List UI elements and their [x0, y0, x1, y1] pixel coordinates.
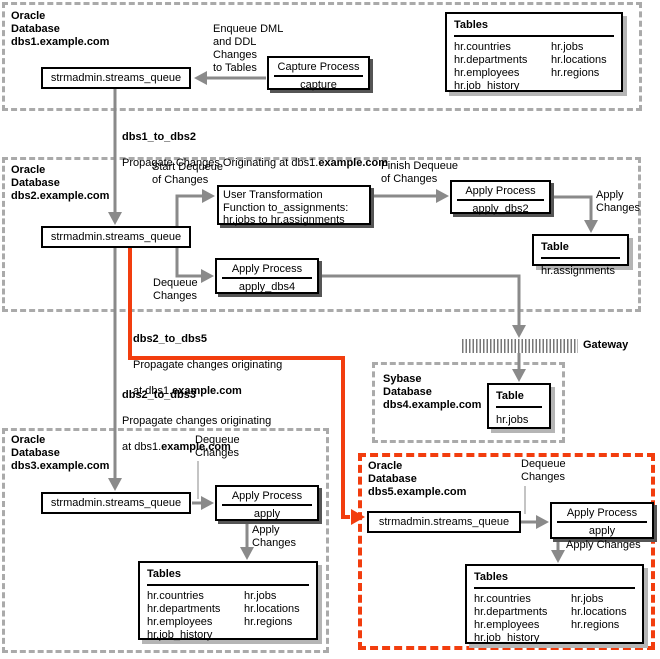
apply-process-name: apply_dbs2 [472, 203, 529, 215]
propagation-label-dbs2-to-dbs5: dbs2_to_dbs5 Propagate changes originati… [133, 320, 282, 411]
dbs4-database-region [372, 362, 565, 443]
dbs3-tables-box: Tables hr.countries hr.departments hr.em… [138, 561, 318, 641]
apply-process-type: Apply Process [457, 182, 544, 201]
propagation-desc-text: Propagate Changes Originating at dbs1. [122, 157, 319, 169]
dbs4-region-title: Sybase Database dbs4.example.com [383, 373, 482, 411]
propagation-desc: Propagate changes originating [133, 359, 283, 371]
apply-changes-label-dbs3: Apply Changes [252, 524, 297, 549]
red-arrowhead [351, 509, 365, 525]
dequeue-changes-label-dbs3: Dequeue Changes [195, 434, 240, 459]
apply-process-dbs2-box: Apply Process apply_dbs2 [450, 180, 551, 215]
propagation-desc: Propagate changes originating [122, 415, 272, 427]
propagation-desc-text: at dbs1. [122, 441, 162, 453]
tables-column-2: hr.jobs hr.locations hr.regions [244, 590, 300, 628]
propagation-desc2: at dbs1.example.com [133, 385, 282, 398]
propagation-desc-domain: example.com [161, 441, 231, 453]
table-name: hr.assignments [541, 265, 615, 277]
start-dequeue-label: Start Dequeue of Changes [152, 161, 223, 186]
arrowhead [201, 269, 214, 283]
arrowhead [108, 212, 122, 225]
table-name: hr.jobs [496, 414, 529, 426]
apply-changes-label-dbs2: Apply Changes [596, 189, 641, 214]
dbs2-region-title: Oracle Database dbs2.example.com [11, 164, 110, 202]
dbs5-database-region [358, 453, 655, 650]
apply-process-type: Apply Process [557, 504, 647, 523]
propagation-name: dbs2_to_dbs5 [133, 333, 207, 345]
arrow-apply-dbs4-to-gateway [319, 274, 521, 327]
tables-column-2: hr.jobs hr.locations hr.regions [551, 41, 607, 79]
propagation-label-dbs1-to-dbs2: dbs1_to_dbs2 Propagate Changes Originati… [122, 118, 388, 183]
arrowhead [240, 547, 254, 560]
arrowhead [551, 550, 565, 563]
apply-process-type: Apply Process [222, 487, 312, 506]
apply-changes-label-dbs5: Apply Changes [566, 539, 641, 551]
apply-process-dbs5-box: Apply Process apply [550, 502, 654, 539]
dbs3-streams-queue-box: strmadmin.streams_queue [41, 492, 191, 514]
arrow-queue2-to-apply-dbs4 [175, 248, 202, 278]
dbs5-tables-box: Tables hr.countries hr.departments hr.em… [465, 564, 644, 644]
arrowhead [436, 189, 449, 203]
arrowhead [194, 71, 207, 85]
tables-title: Tables [474, 570, 635, 589]
capture-process-type: Capture Process [274, 58, 363, 77]
arrowhead [201, 496, 214, 510]
dbs1-tables-box: Tables hr.countries hr.departments hr.em… [445, 12, 623, 92]
capture-process-name: capture [300, 79, 337, 91]
capture-process-box: Capture Process capture [267, 56, 370, 91]
arrowhead [108, 478, 122, 491]
apply-process-name: apply_dbs4 [238, 281, 296, 293]
dbs2-database-region [2, 157, 641, 312]
arrowhead [512, 325, 526, 338]
apply-process-dbs3-box: Apply Process apply [215, 485, 319, 521]
enqueue-changes-label: Enqueue DML and DDL Changes to Tables [213, 23, 284, 74]
table-title: Table [496, 389, 542, 408]
assignments-table-box: Table hr.assignments [532, 234, 629, 277]
arrowhead [536, 515, 549, 529]
arrow-queue2-to-transformation [175, 194, 203, 226]
apply-process-name: apply [253, 508, 281, 520]
apply-process-dbs4-box: Apply Process apply_dbs4 [215, 258, 319, 294]
dbs2-streams-queue-box: strmadmin.streams_queue [41, 226, 191, 248]
propagation-label-dbs2-to-dbs3: dbs2_to_dbs3 Propagate changes originati… [122, 376, 271, 467]
tables-title: Tables [147, 567, 309, 586]
propagation-name: dbs2_to_dbs3 [122, 389, 196, 401]
dbs5-region-title: Oracle Database dbs5.example.com [368, 460, 467, 498]
propagation-desc-domain: example.com [318, 157, 389, 169]
arrowhead [202, 189, 215, 203]
propagation-desc2: at dbs1.example.com [122, 441, 271, 454]
dbs5-streams-queue-box: strmadmin.streams_queue [367, 511, 521, 533]
dbs1-database-region [2, 2, 642, 111]
propagation-desc-text: at dbs1. [133, 385, 173, 397]
gateway-hatch-icon [462, 339, 578, 353]
tables-column-1: hr.countries hr.departments hr.employees… [147, 590, 221, 641]
jobs-table-box: Table hr.jobs [487, 383, 551, 429]
user-transformation-box: User Transformation Function to_assignme… [217, 185, 371, 226]
dbs1-streams-queue-box: strmadmin.streams_queue [41, 67, 191, 89]
tables-column-1: hr.countries hr.departments hr.employees… [474, 593, 548, 644]
table-title: Table [541, 240, 620, 259]
apply-process-type: Apply Process [222, 260, 312, 279]
finish-dequeue-label: Finish Dequeue of Changes [381, 160, 459, 185]
tables-column-2: hr.jobs hr.locations hr.regions [571, 593, 627, 631]
propagation-desc-domain: example.com [172, 385, 242, 397]
propagation-name: dbs1_to_dbs2 [122, 131, 196, 143]
red-propagation-line-dbs2-to-dbs5 [128, 248, 350, 519]
tables-column-1: hr.countries hr.departments hr.employees… [454, 41, 528, 92]
gateway-label: Gateway [583, 339, 629, 351]
apply-process-name: apply [588, 525, 616, 537]
dequeue-changes-label-dbs2: Dequeue Changes [153, 277, 198, 302]
propagation-desc: Propagate Changes Originating at dbs1.ex… [122, 157, 388, 170]
arrowhead [584, 220, 598, 233]
dbs3-database-region [2, 428, 329, 653]
arrow-apply-dbs2-to-assignments [551, 195, 593, 222]
arrowhead [512, 369, 526, 382]
dbs1-region-title: Oracle Database dbs1.example.com [11, 10, 110, 48]
dequeue-changes-label-dbs5: Dequeue Changes [521, 458, 566, 483]
tables-title: Tables [454, 18, 614, 37]
dbs3-region-title: Oracle Database dbs3.example.com [11, 434, 110, 472]
